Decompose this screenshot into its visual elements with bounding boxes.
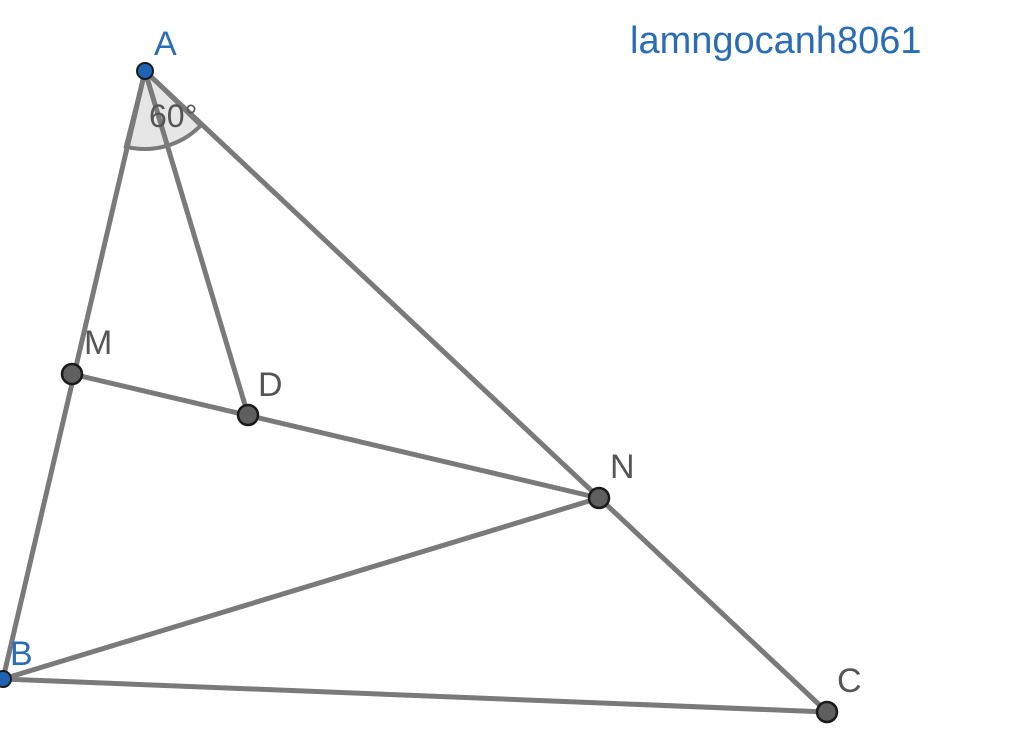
segment-bc — [0, 676, 830, 715]
point-m[interactable] — [60, 362, 84, 386]
label-b: B — [10, 635, 33, 673]
segment-ad — [142, 68, 251, 418]
segment-mn — [69, 371, 602, 501]
segment-ac — [142, 68, 830, 715]
point-d[interactable] — [236, 403, 260, 427]
segment-bn — [0, 495, 602, 682]
label-a: A — [154, 25, 177, 63]
point-a[interactable] — [136, 62, 154, 80]
point-n[interactable] — [587, 486, 611, 510]
label-m: M — [84, 324, 112, 362]
label-d: D — [258, 366, 283, 404]
point-b[interactable] — [0, 670, 12, 688]
point-c[interactable] — [815, 700, 839, 724]
label-c: C — [837, 662, 862, 700]
angle-label-a: 60° — [149, 98, 197, 134]
label-n: N — [610, 448, 635, 486]
watermark-text: lamngocanh8061 — [630, 20, 922, 62]
